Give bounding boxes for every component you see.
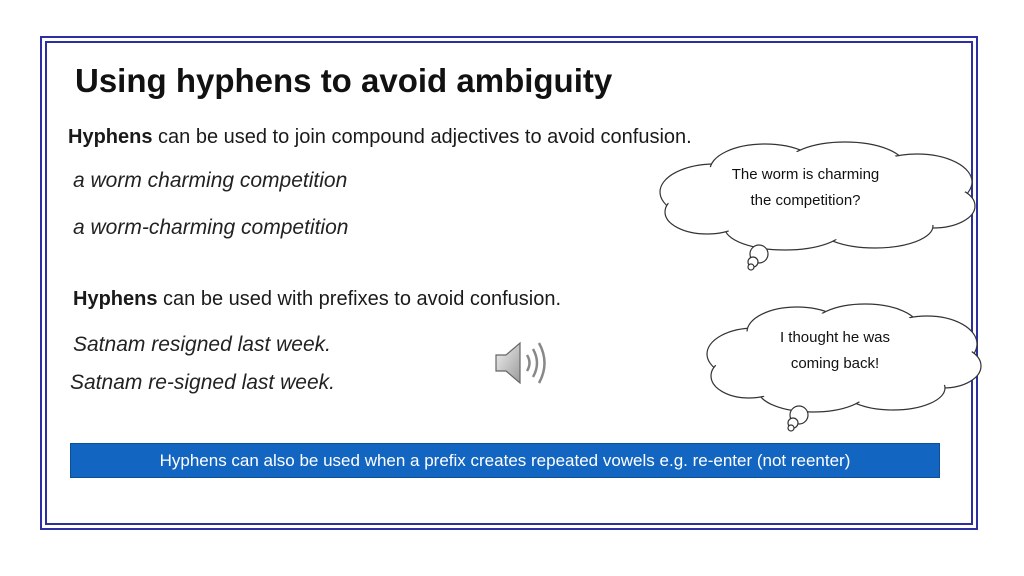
slide-frame-outer	[40, 36, 978, 530]
cloud-line-2: coming back!	[790, 355, 880, 372]
cloud-line-2: the competition?	[750, 192, 861, 209]
example-ambiguous: a worm charming competition	[73, 169, 348, 192]
rule-bold-word: Hyphens	[73, 288, 158, 310]
cloud-text-coming-back: I thought he was coming back!	[735, 325, 935, 377]
rule-text: can be used with prefixes to avoid confu…	[157, 288, 562, 310]
thought-cloud-worm	[659, 141, 976, 271]
prefix-rule: Hyphens can be used with prefixes to avo…	[73, 288, 561, 311]
cloud-line-1: I thought he was	[779, 329, 891, 346]
speaker-icon[interactable]	[492, 337, 554, 389]
repeated-vowels-banner: Hyphens can also be used when a prefix c…	[70, 443, 940, 478]
rule-bold-word: Hyphens	[68, 126, 153, 148]
compound-adjective-rule: Hyphens can be used to join compound adj…	[68, 126, 692, 149]
example-re-signed: Satnam re-signed last week.	[70, 371, 335, 394]
slide-frame-inner	[45, 41, 973, 525]
example-resigned: Satnam resigned last week.	[73, 333, 331, 356]
cloud-text-worm: The worm is charming the competition?	[693, 162, 918, 214]
rule-text: can be used to join compound adjectives …	[152, 126, 692, 148]
example-hyphenated: a worm-charming competition	[73, 216, 349, 239]
cloud-line-1: The worm is charming	[731, 166, 880, 183]
thought-cloud-coming-back	[706, 303, 982, 432]
page-title: Using hyphens to avoid ambiguity	[75, 62, 613, 99]
